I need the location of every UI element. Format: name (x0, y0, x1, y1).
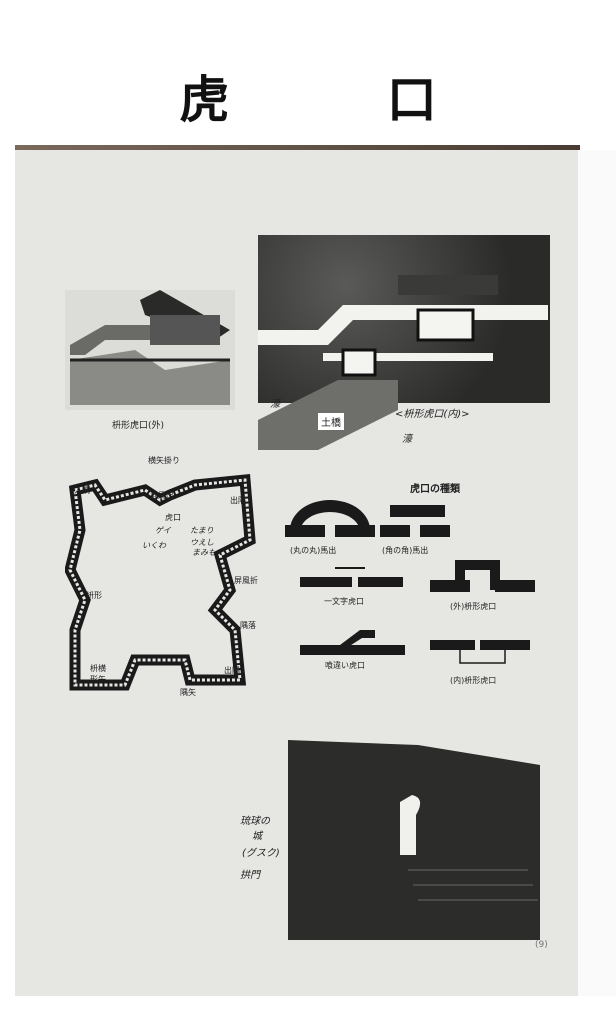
moat-label-right: 濠 (402, 434, 412, 445)
masugata-photo-detail (258, 275, 548, 450)
plan-label: 虎口 (165, 513, 181, 522)
koguchi-type-label: 一文字虎口 (324, 597, 364, 606)
koguchi-types-diagram (285, 500, 535, 664)
plan-handwriting: ウえし (190, 538, 214, 547)
photo3-caption: (グスク) (242, 848, 280, 859)
plan-label: 屏風折 (234, 576, 258, 585)
plan-label: 枡横形矢 (90, 664, 106, 684)
masugata-illustration (65, 290, 235, 410)
plan-label: 枡形 (86, 591, 102, 600)
koguchi-type-label: 喰違い虎口 (325, 661, 365, 670)
page-margin (578, 150, 616, 996)
plan-handwriting: いくわ (142, 541, 166, 550)
plan-label: 隅矢 (180, 688, 196, 697)
paper-top-edge (15, 145, 580, 151)
koguchi-type-label: (外)枡形虎口 (450, 602, 497, 611)
koguchi-type-label: (丸の丸)馬出 (290, 546, 337, 555)
plan-label: 隅落 (240, 621, 256, 630)
photo3-caption: 拱門 (240, 870, 260, 881)
page-number: (9) (535, 940, 548, 950)
page-title: 虎 口 (179, 71, 507, 129)
koguchi-type-label: (角の角)馬出 (382, 546, 429, 555)
castle-plan-diagram (65, 473, 256, 691)
gusuku-gate-photo (288, 740, 540, 940)
photo2-caption: <枡形虎口(内)> (395, 409, 470, 420)
photo1-caption: 枡形虎口(外) (112, 421, 165, 431)
plan-label: 出隅 (224, 666, 240, 675)
photo3-caption: 琉球の (240, 816, 270, 827)
bridge-label: 土橋 (318, 413, 344, 430)
types-heading: 虎口の種類 (410, 484, 460, 495)
moat-label-left: 濠 (270, 399, 280, 410)
plan-label: 入隅 (74, 486, 90, 495)
plan-handwriting: たまり (190, 526, 214, 535)
koguchi-type-label: (内)枡形虎口 (450, 676, 497, 685)
photo3-caption: 城 (252, 831, 262, 842)
plan-handwriting: まみも (192, 548, 216, 557)
plan-handwriting: ゲイ (155, 526, 171, 535)
plan-label: 出隅 (230, 496, 246, 505)
plan-label: 横矢掛り (148, 456, 180, 465)
plan-label: 丸馬出 (150, 491, 174, 500)
